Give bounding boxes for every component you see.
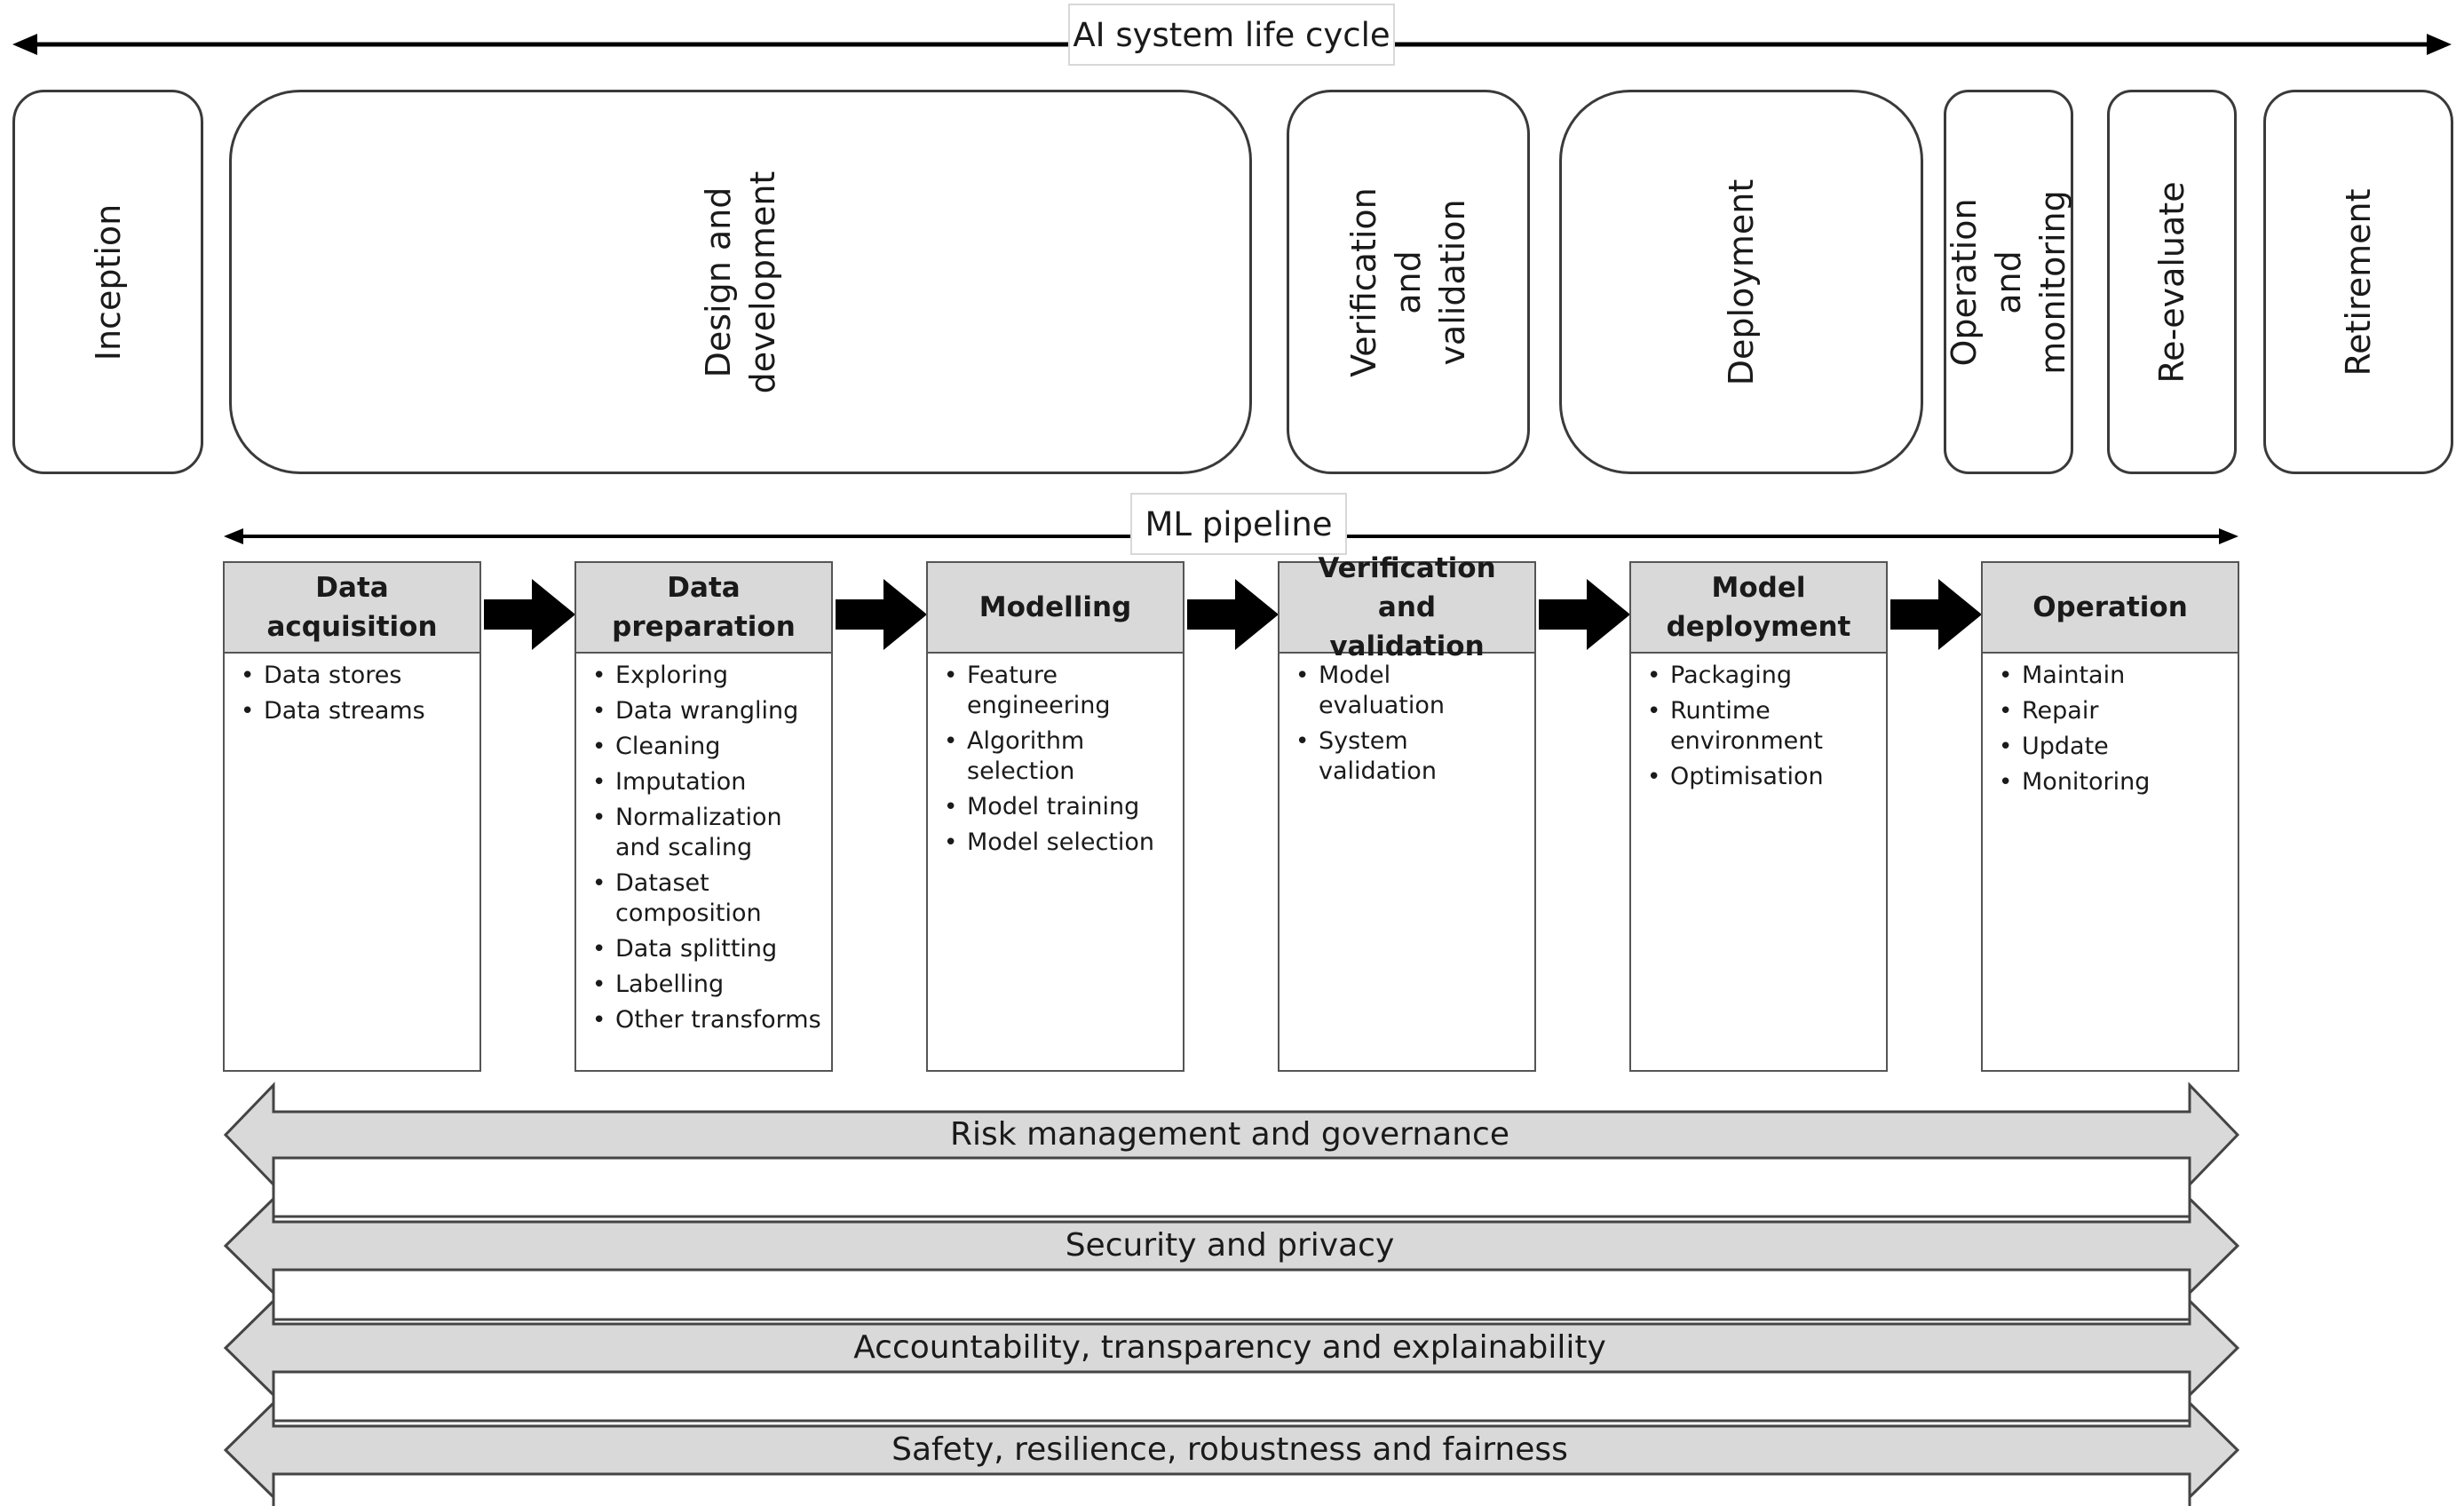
lifecycle-stage-re-evaluate: Re-evaluate [2107,90,2237,474]
pipeline-stage-model-deployment: Model deployment Packaging Runtime envir… [1629,561,1888,1072]
pipeline-item: Runtime environment [1645,696,1881,757]
stage-label: Retirement [2339,187,2378,376]
pipeline-item: Update [1997,732,2232,762]
pipeline-flow-arrows [484,579,1982,650]
pipeline-stage-title: Verification and validation [1280,552,1534,662]
pipeline-item: Data wrangling [590,696,826,726]
stage-label: Deployment [1722,178,1761,385]
stage-label: Design and development [699,170,782,393]
pipeline-stage-data-preparation: Data preparation Exploring Data wranglin… [574,561,833,1072]
stage-label: Re-evaluate [2152,180,2191,384]
flow-arrow-1 [484,579,575,650]
pipeline-item: Cleaning [590,732,826,762]
flow-arrow-3 [1187,579,1279,650]
band-shape-1 [223,1082,2240,1218]
lifecycle-stage-deployment: Deployment [1559,90,1923,474]
pipeline-stage-verification-and-validation: Verification and validation Model evalua… [1278,552,1536,1072]
pipeline-item: Data streams [239,696,474,726]
pipeline-stage-items: Packaging Runtime environment Optimisati… [1631,654,1886,792]
governance-band-security-privacy: Security and privacy [1065,1227,1395,1264]
pipeline-stage-items: Maintain Repair Update Monitoring [1983,654,2238,797]
pipeline-stage-title: Model deployment [1631,563,1886,654]
stage-label: Inception [88,203,128,361]
pipeline-item: Exploring [590,661,826,691]
pipeline-item: Algorithm selection [942,726,1177,787]
pipeline-item: Monitoring [1997,767,2232,797]
pipeline-item: Labelling [590,970,826,1000]
pipeline-stage-title: Operation [1983,563,2238,654]
pipeline-stage-items: Feature engineering Algorithm selection … [928,654,1183,858]
pipeline-item: Dataset composition [590,868,826,929]
flow-arrow-2 [836,579,927,650]
pipeline-stage-operation: Operation Maintain Repair Update Monitor… [1981,561,2239,1072]
pipeline-item: Model training [942,792,1177,822]
pipeline-stage-title: Modelling [928,563,1183,654]
pipeline-stage-data-acquisition: Data acquisition Data stores Data stream… [223,561,481,1072]
pipeline-item: Imputation [590,767,826,797]
pipeline-item: Model selection [942,828,1177,858]
band-shape-2 [223,1195,2240,1321]
flow-arrow-5 [1890,579,1982,650]
lifecycle-stage-operation-and-monitoring: Operation and monitoring [1944,90,2073,474]
pipeline-stage-modelling: Modelling Feature engineering Algorithm … [926,561,1184,1072]
pipeline-item: Packaging [1645,661,1881,691]
pipeline-item: Other transforms [590,1005,826,1035]
lifecycle-stage-inception: Inception [12,90,203,474]
pipeline-item: Feature engineering [942,661,1177,721]
governance-band-safety: Safety, resilience, robustness and fairn… [891,1431,1568,1468]
flow-arrow-4 [1539,579,1630,650]
pipeline-stage-items: Data stores Data streams [225,654,479,726]
pipeline-item: Maintain [1997,661,2232,691]
band-shape-4 [223,1399,2240,1506]
pipeline-item: Model evaluation [1294,661,1529,721]
lifecycle-stage-design-and-development: Design and development [229,90,1252,474]
stage-label: Operation and monitoring [1945,189,2072,375]
governance-band-shapes [223,1082,2240,1506]
pipeline-item: Repair [1997,696,2232,726]
pipeline-label: ML pipeline [1130,493,1347,555]
pipeline-item: Optimisation [1645,762,1881,792]
lifecycle-label: AI system life cycle [1068,4,1395,66]
pipeline-stage-items: Model evaluation System validation [1280,654,1534,787]
pipeline-item: Data stores [239,661,474,691]
lifecycle-stage-verification-and-validation: Verification and validation [1287,90,1530,474]
pipeline-stage-items: Exploring Data wrangling Cleaning Imputa… [576,654,831,1035]
band-shape-3 [223,1297,2240,1423]
stage-label: Verification and validation [1344,186,1472,377]
pipeline-item: System validation [1294,726,1529,787]
pipeline-item: Data splitting [590,934,826,964]
governance-band-accountability: Accountability, transparency and explain… [853,1329,1606,1366]
pipeline-stage-title: Data preparation [576,563,831,654]
pipeline-stage-title: Data acquisition [225,563,479,654]
pipeline-item: Normalization and scaling [590,803,826,863]
lifecycle-stage-retirement: Retirement [2263,90,2453,474]
governance-band-risk-management: Risk management and governance [950,1116,1509,1153]
